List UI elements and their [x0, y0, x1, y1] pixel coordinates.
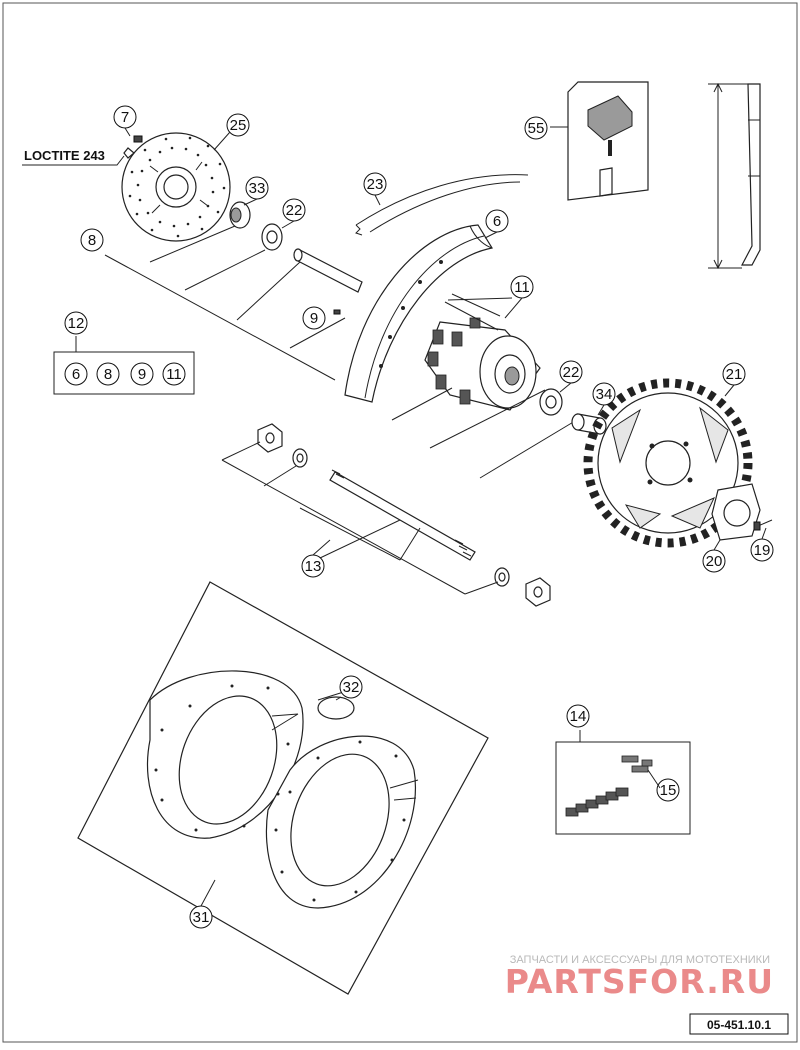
- explode-lines-axle: [221, 441, 499, 595]
- part-label-22b: 22: [559, 360, 583, 384]
- valve-kit-box: [567, 81, 649, 201]
- svg-text:14: 14: [570, 708, 587, 725]
- svg-text:34: 34: [596, 386, 613, 403]
- svg-text:7: 7: [121, 109, 129, 126]
- part-label-7: 7: [113, 105, 137, 129]
- part-label-19: 19: [750, 538, 774, 562]
- svg-text:6: 6: [72, 366, 80, 383]
- part-label-6: 6: [485, 209, 509, 233]
- wheel-axle: [329, 469, 476, 561]
- svg-text:21: 21: [726, 366, 743, 383]
- svg-text:55: 55: [528, 120, 545, 137]
- spoke-dimension-arrow: [708, 82, 748, 270]
- sprocket-plate: [711, 483, 761, 541]
- watermark-logo: PARTSFOR.RU: [505, 962, 774, 1001]
- svg-text:8: 8: [104, 366, 112, 383]
- brake-disc: [121, 132, 231, 242]
- part-label-21: 21: [722, 362, 746, 386]
- svg-text:6: 6: [493, 213, 501, 230]
- wheel-bearing-upper: [261, 223, 283, 251]
- part-label-15: 15: [656, 778, 680, 802]
- part-label-55: 55: [524, 116, 548, 140]
- part-label-22a: 22: [282, 198, 306, 222]
- loctite-note: LOCTITE 243: [24, 148, 105, 163]
- part-label-11: 11: [510, 275, 534, 299]
- part-label-34: 34: [592, 382, 616, 406]
- svg-text:25: 25: [230, 117, 247, 134]
- part-label-12: 12: [64, 311, 88, 335]
- rim-tape-sheet: [77, 581, 489, 995]
- svg-text:9: 9: [138, 366, 146, 383]
- sprocket-bolt: [753, 519, 773, 531]
- svg-text:9: 9: [310, 310, 318, 327]
- disc-bolt: [123, 135, 143, 159]
- svg-text:15: 15: [660, 782, 677, 799]
- svg-text:22: 22: [286, 202, 303, 219]
- part-label-14: 14: [566, 704, 590, 728]
- part-label-32: 32: [339, 675, 363, 699]
- label-leaders: [124, 127, 767, 907]
- sprocket-spacer: [571, 413, 607, 435]
- repair-kit-box: [53, 351, 195, 395]
- spoke-nipple: [333, 309, 341, 315]
- kit-label-11: 11: [162, 362, 186, 386]
- axle-nut-upper: [257, 423, 283, 453]
- drawing-code-box: [689, 1013, 789, 1035]
- kit-label-6: 6: [64, 362, 88, 386]
- part-label-8: 8: [80, 228, 104, 252]
- rear-sprocket: [583, 378, 753, 548]
- axle-washer-upper: [292, 448, 308, 468]
- svg-text:22: 22: [563, 364, 580, 381]
- chain-kit-box: [555, 730, 691, 835]
- watermark-caption: ЗАПЧАСТИ И АКСЕССУАРЫ ДЛЯ МОТОТЕХНИКИ: [510, 954, 770, 966]
- loctite-leader: [22, 155, 125, 166]
- svg-text:11: 11: [166, 366, 182, 383]
- drawing-code: 05-451.10.1: [707, 1018, 771, 1032]
- svg-text:19: 19: [754, 542, 771, 559]
- svg-text:20: 20: [706, 553, 723, 570]
- svg-text:33: 33: [249, 180, 266, 197]
- svg-text:12: 12: [68, 315, 85, 332]
- wheel-rim: [344, 224, 493, 403]
- explode-lines-left: [104, 225, 346, 381]
- part-label-31: 31: [189, 905, 213, 929]
- kit-label-8: 8: [96, 362, 120, 386]
- spoke: [741, 83, 761, 266]
- part-label-23: 23: [363, 172, 387, 196]
- svg-text:13: 13: [305, 558, 322, 575]
- part-label-20: 20: [702, 549, 726, 573]
- part-label-9: 9: [302, 306, 326, 330]
- explode-lines-right: [391, 387, 581, 479]
- svg-text:32: 32: [343, 679, 360, 696]
- wheel-hub: [424, 293, 541, 411]
- svg-text:23: 23: [367, 176, 384, 193]
- bearing-spacer: [229, 201, 251, 229]
- wheel-bearing-lower: [539, 388, 563, 416]
- distance-tube: [293, 248, 363, 293]
- part-label-13: 13: [301, 554, 325, 578]
- svg-text:31: 31: [193, 909, 210, 926]
- svg-text:11: 11: [514, 279, 530, 296]
- kit-label-9: 9: [130, 362, 154, 386]
- rim-tape: [355, 174, 529, 236]
- axle-washer-lower: [494, 567, 510, 587]
- part-label-33: 33: [245, 176, 269, 200]
- part-label-25: 25: [226, 113, 250, 137]
- axle-nut-lower: [525, 577, 551, 607]
- svg-text:8: 8: [88, 232, 96, 249]
